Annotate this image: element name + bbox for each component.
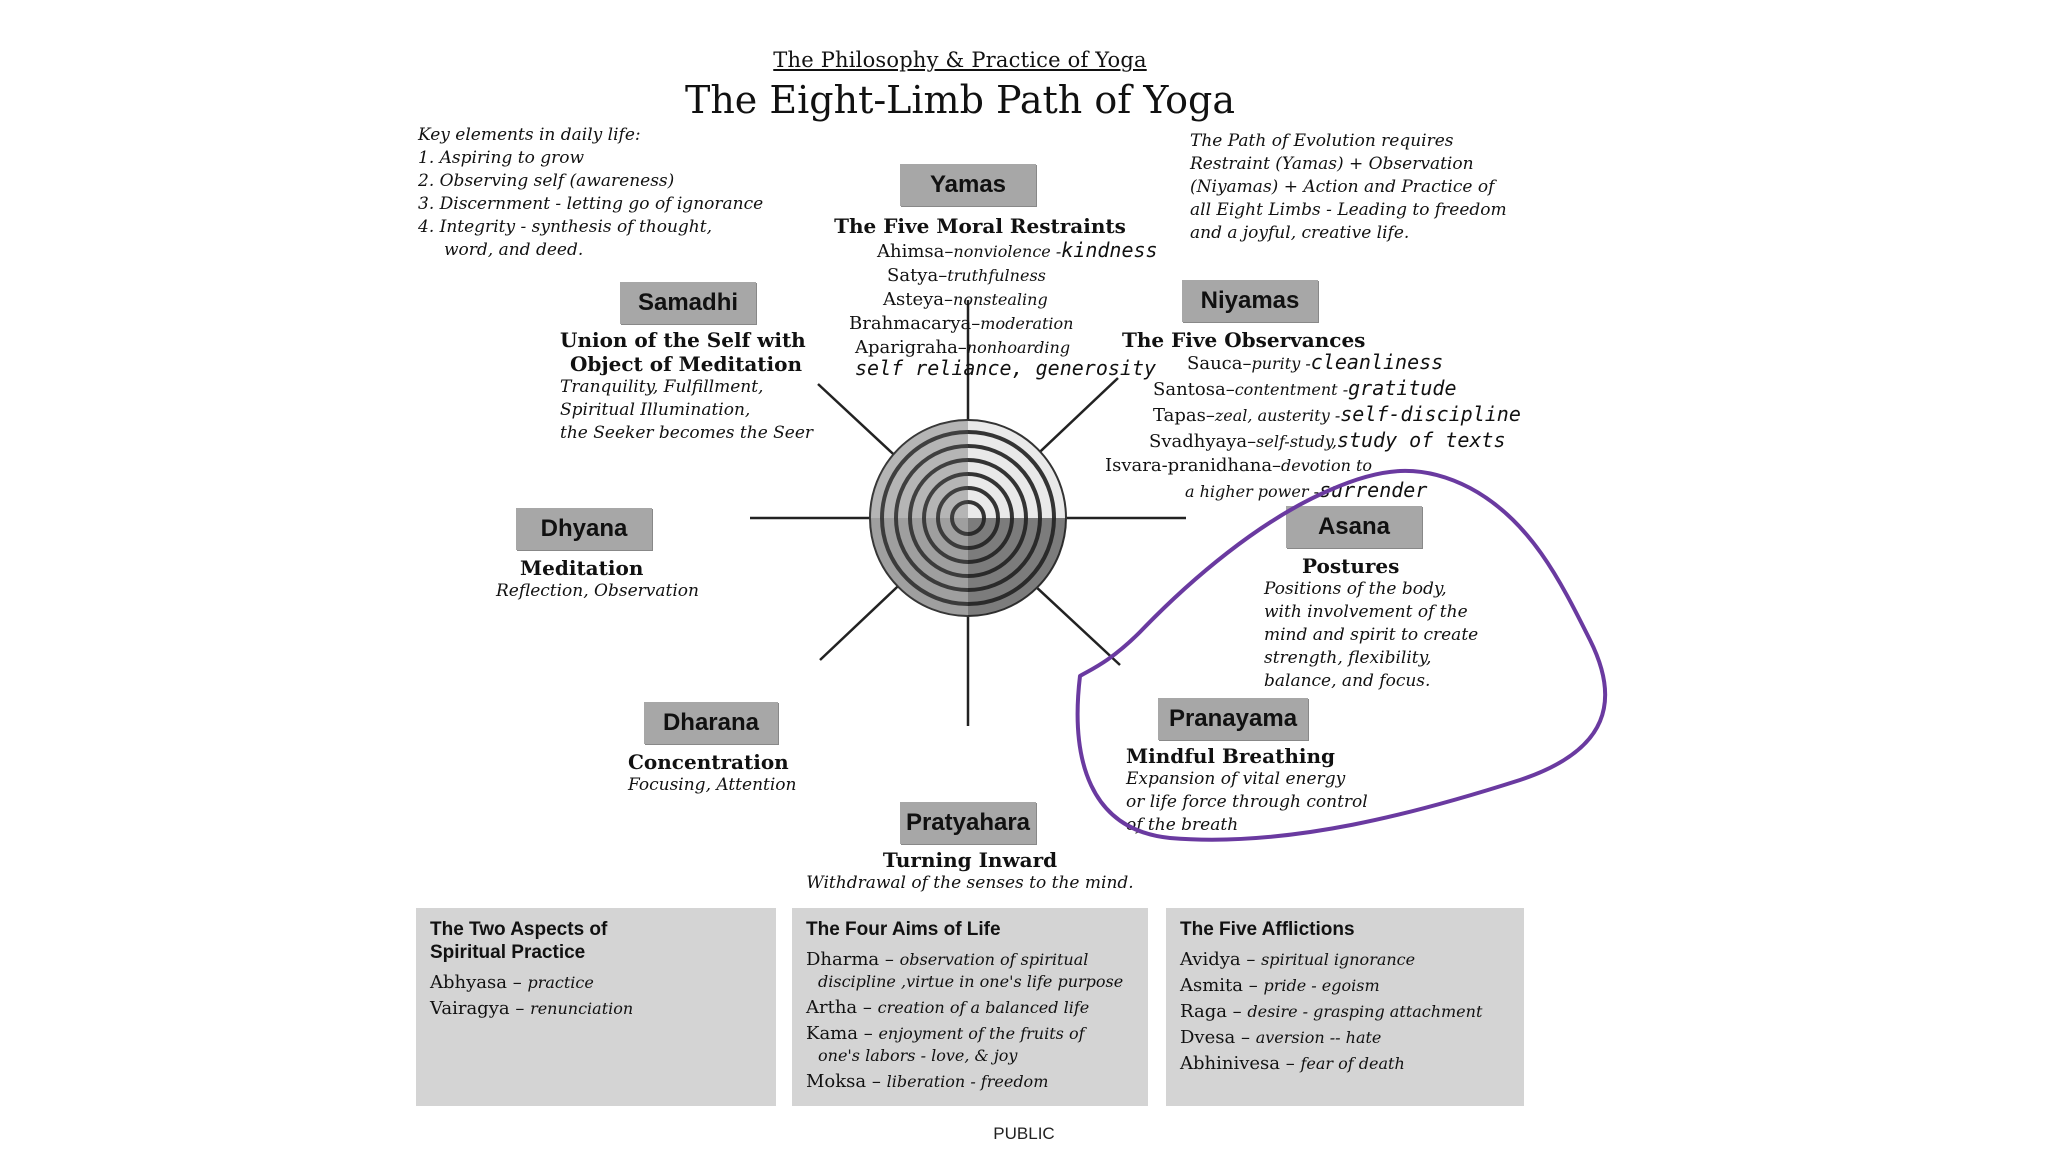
dharana-title: Concentration [628,750,789,774]
five-afflictions-row: Dvesa – aversion -- hate [1180,1027,1382,1048]
four-aims-row: Artha – creation of a balanced life [806,997,1090,1018]
asana-desc-line: mind and spirit to create [1264,625,1479,645]
two-aspects-row: Vairagya – renunciation [430,998,634,1019]
dhyana-label: Dhyana [516,508,652,550]
yamas-item: Satya–truthfulness [887,265,1046,286]
key-elements-list: Key elements in daily life: 1. Aspiring … [418,124,838,262]
samadhi-title-line: Union of the Self with [560,328,806,352]
dharana-desc: Focusing, Attention [628,775,797,795]
dharana-label: Dharana [644,702,778,744]
asana-desc-line: Positions of the body, [1264,579,1447,599]
samadhi-label: Samadhi [620,282,756,324]
five-afflictions-row: Asmita – pride - egoism [1180,975,1380,996]
path-line: all Eight Limbs - Leading to freedom [1190,200,1507,220]
classification-footer: PUBLIC [993,1124,1055,1143]
yamas-item: Asteya–nonstealing [883,289,1048,310]
diagram-title: The Eight-Limb Path of Yoga [684,78,1236,122]
pratyahara-label: Pratyahara [900,802,1036,844]
niyamas-item: Isvara-pranidhana–devotion to [1105,455,1373,476]
key-element-item: 3. Discernment - letting go of ignorance [418,194,764,214]
five-afflictions-row: Abhinivesa – fear of death [1180,1053,1405,1074]
two-aspects-box: The Two Aspects of Spiritual Practice Ab… [416,908,776,1106]
yamas-title: The Five Moral Restraints [834,214,1126,238]
pranayama-desc-line: Expansion of vital energy [1126,769,1346,789]
four-aims-row: one's labors - love, & joy [818,1046,1018,1065]
key-element-item: word, and deed. [444,240,584,260]
four-aims-row: Dharma – observation of spiritual [806,949,1089,970]
key-element-item: 1. Aspiring to grow [418,148,585,168]
niyamas-title: The Five Observances [1122,328,1366,352]
five-afflictions-box: The Five Afflictions Avidya – spiritual … [1166,908,1524,1106]
two-aspects-row: Abhyasa – practice [430,972,594,993]
niyamas-item: Santosa–contentment -gratitude [1153,376,1457,400]
four-aims-box: The Four Aims of Life Dharma – observati… [792,908,1148,1106]
asana-desc: Positions of the body, with involvement … [1264,578,1554,693]
niyamas-list: Sauca–purity -cleanliness Santosa–conten… [1105,350,1535,504]
key-element-item: 2. Observing self (awareness) [418,171,675,191]
path-line: and a joyful, creative life. [1190,223,1410,243]
dhyana-desc: Reflection, Observation [496,581,699,601]
niyamas-label: Niyamas [1182,280,1318,322]
asana-desc-line: with involvement of the [1264,602,1468,622]
four-aims-row: discipline ,virtue in one's life purpose [818,972,1124,991]
yamas-item: Brahmacarya–moderation [849,313,1074,334]
dhyana-title: Meditation [520,556,644,580]
path-of-evolution-note: The Path of Evolution requires Restraint… [1190,130,1580,245]
samadhi-desc-line: Tranquility, Fulfillment, [560,377,764,397]
four-aims-heading: The Four Aims of Life [806,919,1001,940]
five-afflictions-row: Raga – desire - grasping attachment [1180,1001,1483,1022]
niyamas-item: Tapas–zeal, austerity -self-discipline [1153,402,1521,426]
yamas-note: self reliance, generosity [855,356,1157,380]
pratyahara-desc: Withdrawal of the senses to the mind. [806,873,1134,893]
asana-title: Postures [1302,554,1400,578]
two-aspects-heading: The Two Aspects of Spiritual Practice [430,919,608,963]
pratyahara-title: Turning Inward [882,848,1058,872]
path-line: Restraint (Yamas) + Observation [1190,154,1474,174]
samadhi-text: Union of the Self with Object of Meditat… [560,328,880,445]
niyamas-note: a higher power -surrender [1185,478,1428,502]
path-line: (Niyamas) + Action and Practice of [1190,177,1495,197]
key-elements-heading: Key elements in daily life: [418,125,641,145]
diagram-subtitle: The Philosophy & Practice of Yoga [773,48,1147,72]
asana-desc-line: balance, and focus. [1264,671,1431,691]
pranayama-desc: Expansion of vital energy or life force … [1126,768,1426,837]
key-element-item: 4. Integrity - synthesis of thought, [418,217,712,237]
samadhi-desc-line: Spiritual Illumination, [560,400,751,420]
yamas-list: Ahimsa–nonviolence -kindness Satya–truth… [845,238,1185,382]
niyamas-item: Svadhyaya–self-study,study of texts [1149,428,1506,452]
asana-label: Asana [1286,506,1422,548]
niyamas-item: Sauca–purity -cleanliness [1187,350,1444,374]
samadhi-title-line: Object of Meditation [570,352,803,376]
asana-desc-line: strength, flexibility, [1264,648,1432,668]
path-line: The Path of Evolution requires [1190,131,1454,151]
pranayama-desc-line: of the breath [1126,815,1239,835]
yamas-label: Yamas [900,164,1036,206]
four-aims-row: Moksa – liberation - freedom [806,1071,1049,1092]
four-aims-row: Kama – enjoyment of the fruits of [806,1023,1085,1044]
spiral-icon [869,419,1067,617]
yamas-item: Aparigraha–nonhoarding [855,337,1071,358]
samadhi-desc-line: the Seeker becomes the Seer [560,423,814,443]
pranayama-desc-line: or life force through control [1126,792,1368,812]
pranayama-label: Pranayama [1158,698,1308,740]
pranayama-title: Mindful Breathing [1126,744,1335,768]
five-afflictions-row: Avidya – spiritual ignorance [1180,949,1416,970]
five-afflictions-heading: The Five Afflictions [1180,919,1355,940]
yamas-item: Ahimsa–nonviolence -kindness [877,238,1158,262]
